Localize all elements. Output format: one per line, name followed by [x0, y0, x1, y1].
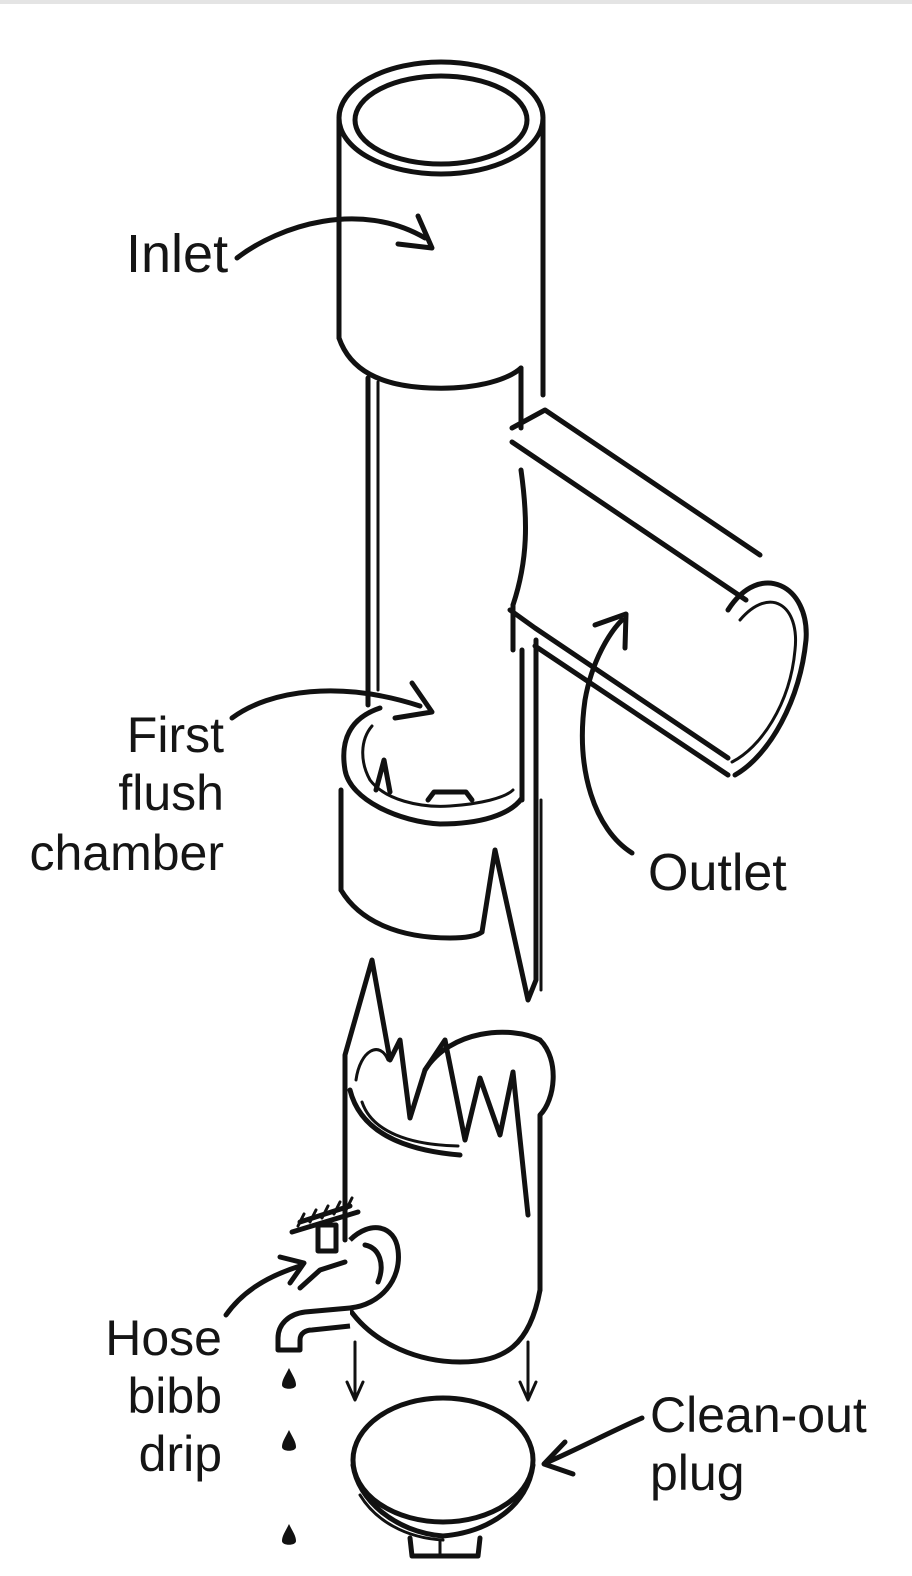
hose-bibb-drip-label-line3: drip [139, 1426, 222, 1482]
first-flush-label-line3: chamber [29, 825, 224, 881]
hose-bibb-drip-label-line2: bibb [127, 1368, 222, 1424]
tee-body [365, 375, 539, 803]
hose-leader-arrow [223, 1263, 303, 1318]
flush-chamber-section [338, 705, 543, 1003]
lower-chamber [342, 957, 556, 1365]
flush-arrowhead [392, 680, 435, 721]
flush-leader-arrow [229, 688, 423, 721]
outlet-pipe [507, 407, 809, 778]
first-flush-label-line1: First [127, 707, 224, 763]
first-flush-label-line2: flush [118, 765, 224, 821]
plug-arrowhead [541, 1439, 576, 1477]
water-drips [282, 1368, 296, 1545]
hose-bibb [275, 1196, 401, 1353]
inlet-leader-arrow [234, 216, 428, 261]
hose-arrowhead [277, 1254, 307, 1286]
outlet-label: Outlet [648, 844, 787, 902]
outlet-leader-arrow [580, 617, 635, 856]
plug-leader-arrow [545, 1415, 645, 1465]
clean-out-plug-label-line1: Clean-out [650, 1387, 867, 1443]
outlet-arrowhead [592, 611, 629, 651]
clean-out-plug [345, 1340, 538, 1559]
hose-bibb-drip-label-line1: Hose [105, 1310, 222, 1366]
inlet-label: Inlet [126, 224, 228, 284]
inlet-pipe [336, 59, 546, 423]
leader-arrows [223, 213, 645, 1477]
inlet-arrowhead [395, 213, 435, 251]
clean-out-plug-label-line2: plug [650, 1445, 745, 1501]
top-border [0, 0, 912, 4]
